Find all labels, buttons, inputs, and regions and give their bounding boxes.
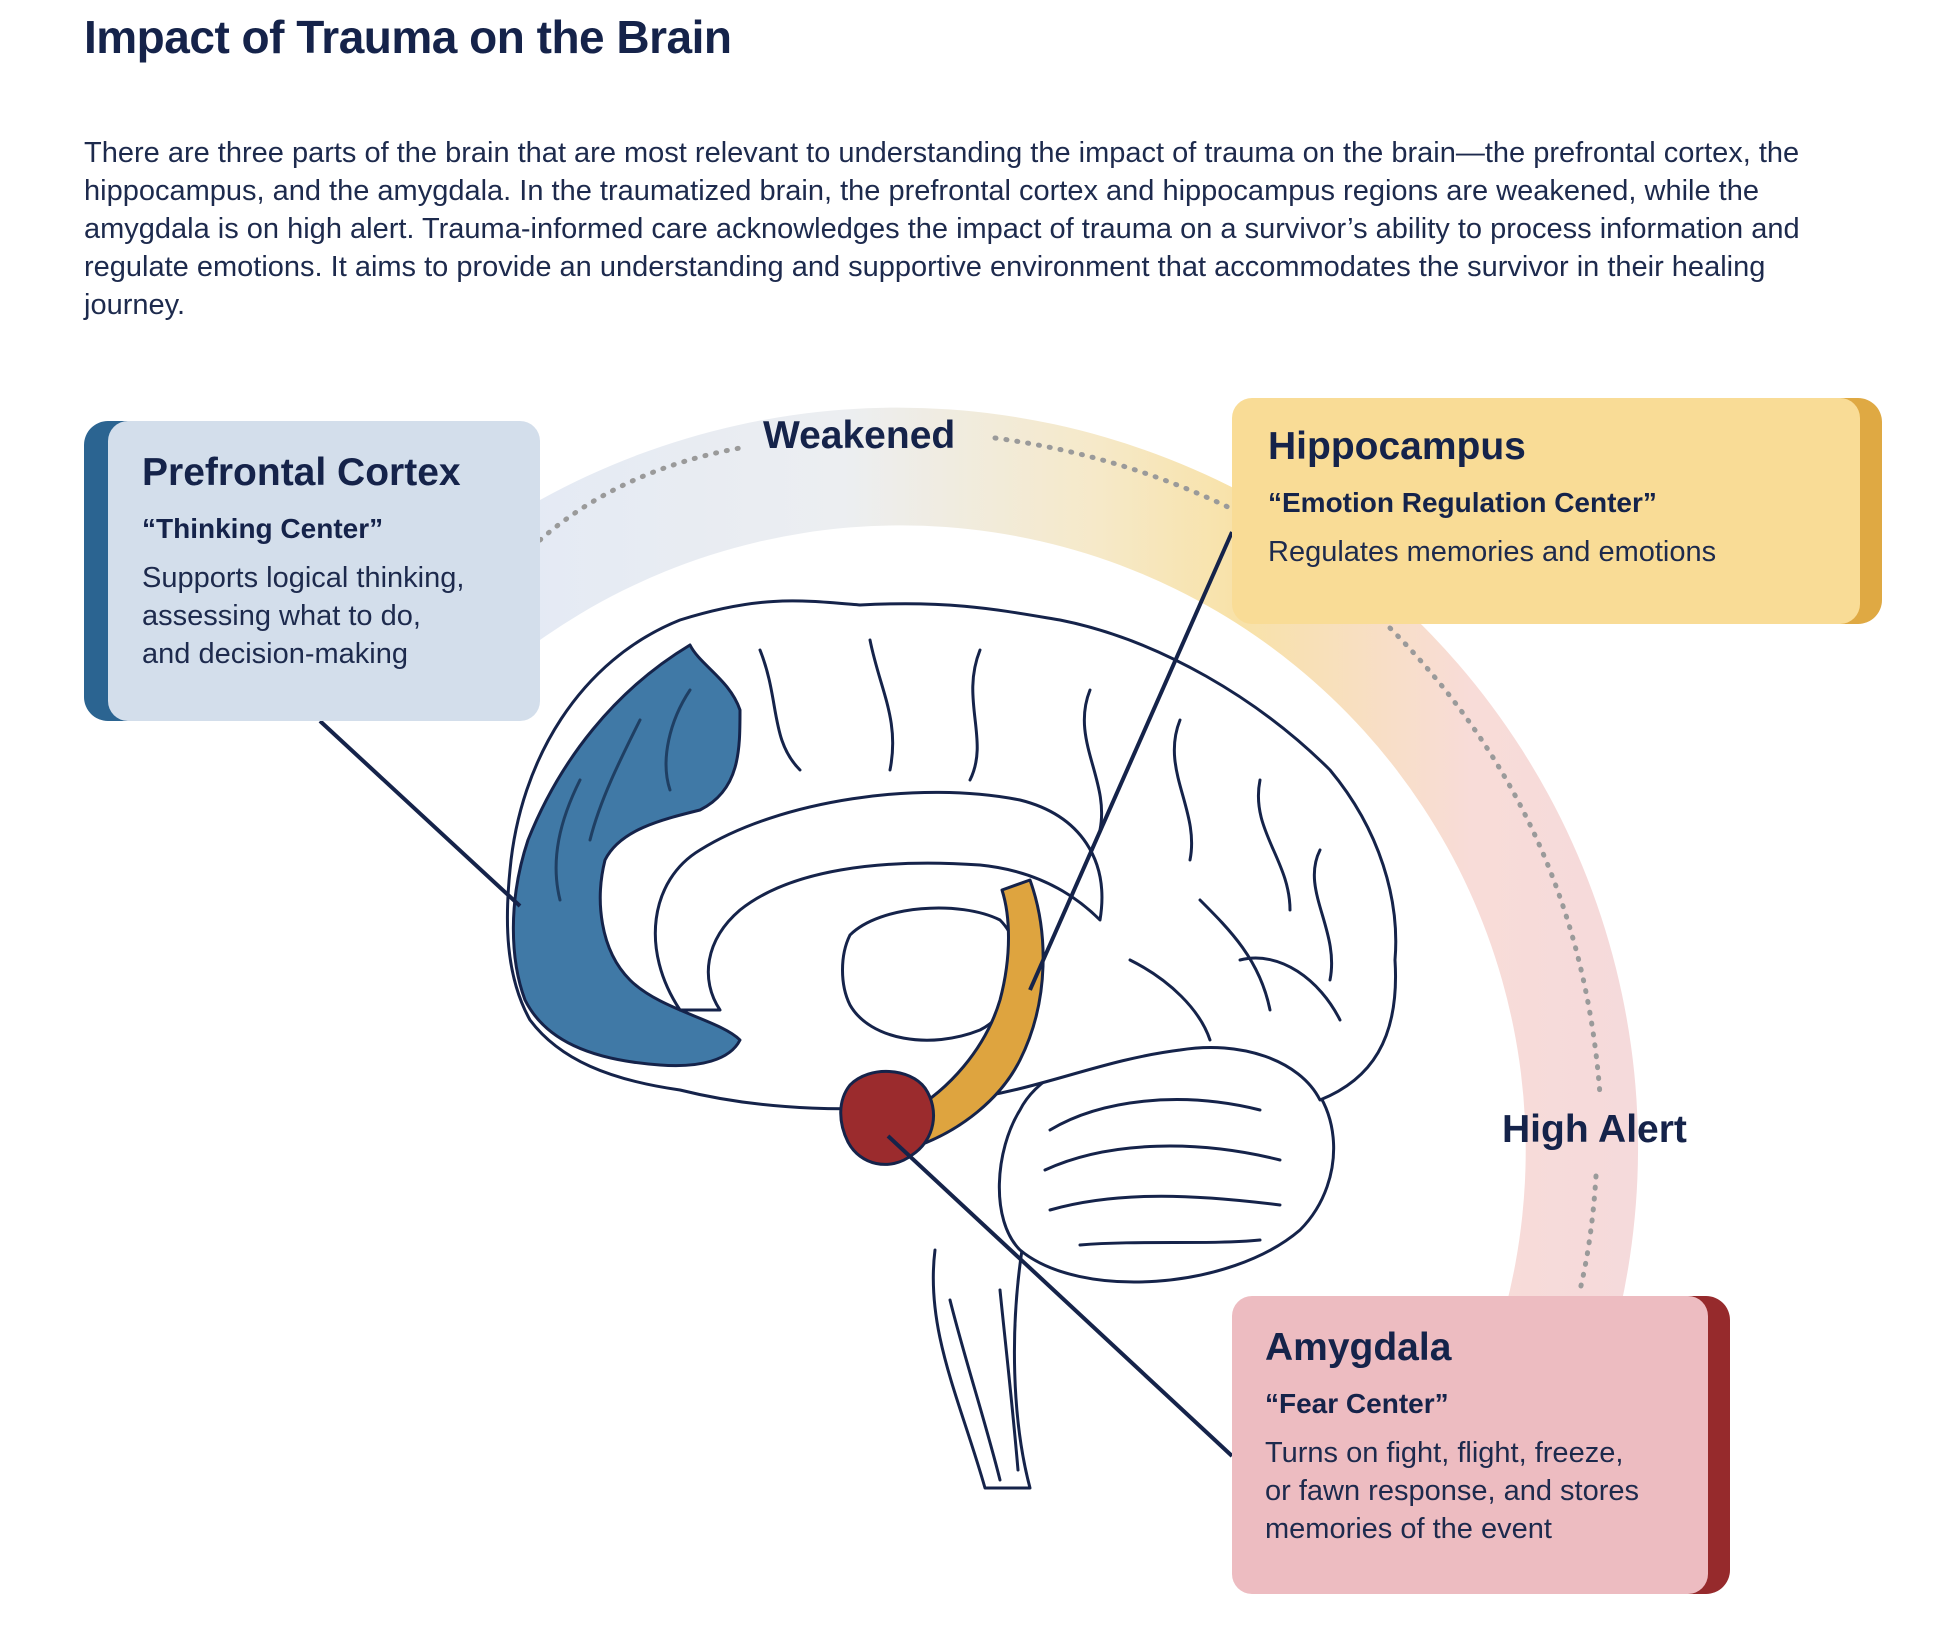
weakened-label: Weakened <box>763 414 956 457</box>
high-alert-label: High Alert <box>1502 1108 1687 1151</box>
prefrontal-cortex-card-body: Prefrontal Cortex “Thinking Center” Supp… <box>108 421 540 721</box>
hippocampus-title: Hippocampus <box>1268 425 1526 468</box>
hippocampus-desc-line: Regulates memories and emotions <box>1268 536 1717 568</box>
amygdala-title: Amygdala <box>1265 1326 1452 1369</box>
corpus-callosum <box>653 790 1104 1012</box>
alert-dotted-line-lower <box>1577 1173 1599 1293</box>
prefrontal-leader-line <box>318 719 522 908</box>
page-title: Impact of Trauma on the Brain <box>84 11 732 63</box>
amygdala-leader-line <box>886 1134 1234 1458</box>
prefrontal-desc-line: and decision-making <box>142 638 408 670</box>
amygdala-desc-line: or fawn response, and stores <box>1265 1475 1639 1507</box>
thalamus <box>841 906 1019 1042</box>
prefrontal-region <box>511 643 742 1068</box>
amygdala-card: Amygdala “Fear Center” Turns on fight, f… <box>1232 1296 1730 1594</box>
intro-paragraph: There are three parts of the brain that … <box>84 137 1800 321</box>
prefrontal-cortex-card: Prefrontal Cortex “Thinking Center” Supp… <box>84 421 540 721</box>
amygdala-region <box>839 1070 936 1166</box>
hippocampus-description: Regulates memories and emotions <box>1268 533 1860 571</box>
amygdala-description: Turns on fight, flight, freeze, or fawn … <box>1265 1434 1708 1548</box>
hippocampus-nickname: “Emotion Regulation Center” <box>1268 487 1657 518</box>
amygdala-nickname: “Fear Center” <box>1265 1388 1449 1419</box>
hippocampus-card-body: Hippocampus “Emotion Regulation Center” … <box>1232 398 1860 624</box>
amygdala-desc-line: Turns on fight, flight, freeze, <box>1265 1437 1624 1469</box>
prefrontal-desc-line: assessing what to do, <box>142 600 421 632</box>
prefrontal-cortex-title: Prefrontal Cortex <box>142 451 461 494</box>
weakened-dotted-line-right <box>992 435 1233 511</box>
prefrontal-cortex-nickname: “Thinking Center” <box>142 513 384 544</box>
brain-illustration <box>505 599 1398 1490</box>
prefrontal-cortex-description: Supports logical thinking, assessing wha… <box>142 559 540 673</box>
hippocampus-card: Hippocampus “Emotion Regulation Center” … <box>1232 398 1882 624</box>
hippocampus-leader-line <box>1028 531 1234 991</box>
alert-arc-band <box>540 407 1639 1311</box>
prefrontal-desc-line: Supports logical thinking, <box>142 562 465 594</box>
brainstem <box>931 1248 1032 1490</box>
amygdala-desc-line: memories of the event <box>1265 1513 1552 1545</box>
amygdala-card-body: Amygdala “Fear Center” Turns on fight, f… <box>1232 1296 1708 1594</box>
